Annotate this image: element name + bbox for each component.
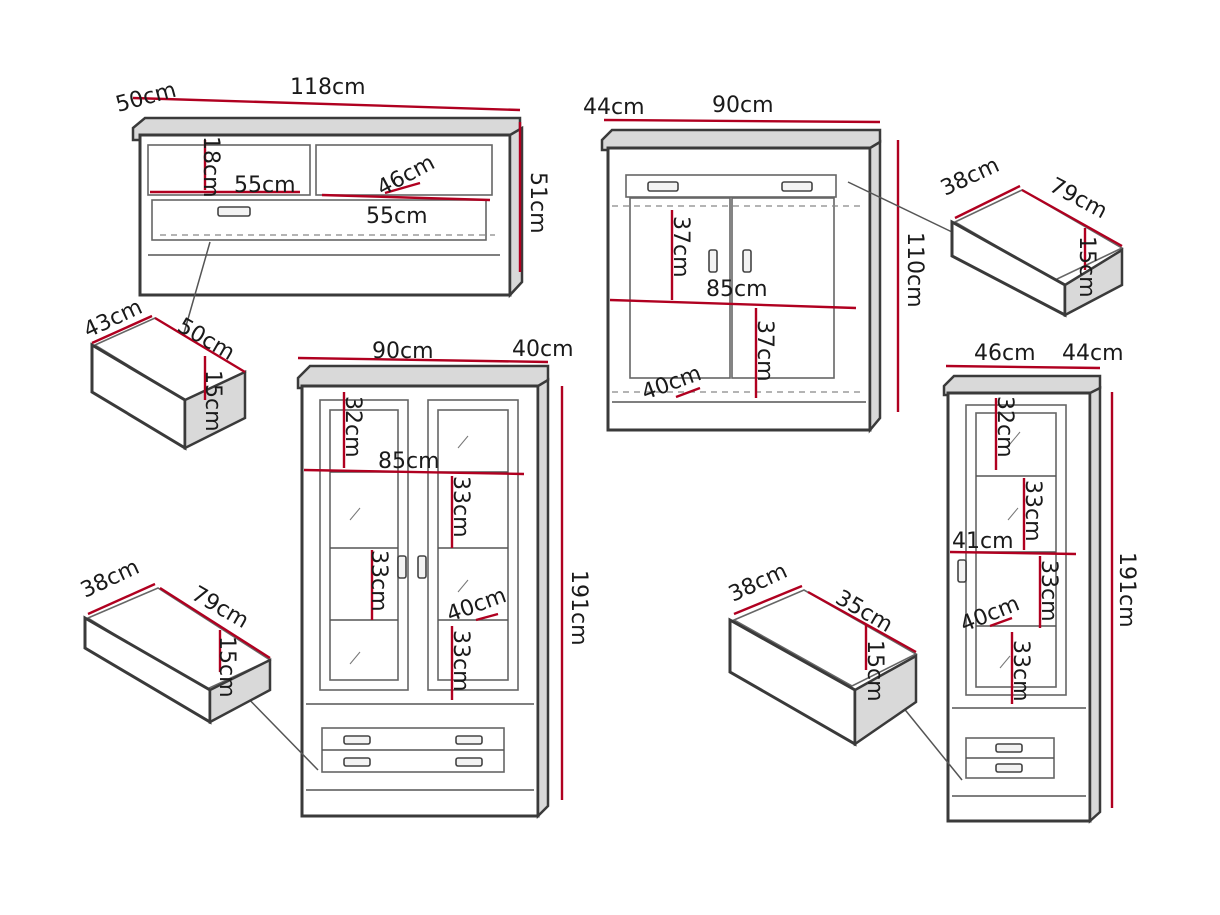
large-drawer-front-label: 38cm	[77, 555, 143, 604]
vitrine-large-width-label: 90cm	[372, 339, 434, 364]
tv-drawer-front-label: 55cm	[366, 204, 428, 229]
tv-width-label: 118cm	[290, 75, 366, 100]
vitrine-large-space-2-label: 33cm	[448, 476, 473, 538]
commode-width-label: 90cm	[712, 93, 774, 118]
vitrine-small-inner-width-label: 41cm	[952, 529, 1014, 554]
tv-shelf-height-label: 18cm	[198, 136, 223, 198]
vitrine-large	[235, 356, 564, 820]
commode-depth-label: 44cm	[583, 95, 645, 120]
tv-height-label: 51cm	[525, 172, 550, 234]
commode-drawer-front-label: 38cm	[937, 153, 1003, 202]
commode-lower-space-label: 37cm	[752, 320, 777, 382]
commode-inner-width-label: 85cm	[706, 277, 768, 302]
commode-height-label: 110cm	[902, 232, 927, 308]
vitrine-large-space-3-label: 33cm	[366, 550, 391, 612]
vitrine-large-inner-width-label: 85cm	[378, 449, 440, 474]
commode-drawer-height-label: 15cm	[1074, 236, 1099, 298]
vitrine-small-space-2-label: 33cm	[1020, 480, 1045, 542]
tv-drawer	[90, 314, 247, 451]
tv-niche-left-label: 55cm	[234, 173, 296, 198]
commode-drawer	[950, 184, 1124, 318]
small-drawer-height-label: 15cm	[862, 640, 887, 702]
large-drawer-height-label: 15cm	[214, 636, 239, 698]
large-drawer	[83, 582, 272, 725]
commode	[600, 118, 953, 434]
vitrine-small-top-space-label: 32cm	[992, 396, 1017, 458]
vitrine-small-width-label: 46cm	[974, 341, 1036, 366]
small-drawer	[728, 584, 918, 747]
vitrine-small-space-3-label: 33cm	[1036, 560, 1061, 622]
vitrine-large-height-label: 191cm	[566, 570, 591, 646]
tv-depth-label: 50cm	[113, 78, 179, 118]
vitrine-large-depth-label: 40cm	[512, 337, 574, 362]
vitrine-large-top-space-label: 32cm	[340, 396, 365, 458]
vitrine-large-space-4-label: 33cm	[448, 630, 473, 692]
commode-upper-space-label: 37cm	[668, 216, 693, 278]
tv-drawer-height-label: 15cm	[200, 370, 225, 432]
tv-unit	[131, 96, 524, 341]
vitrine-small-space-4-label: 33cm	[1008, 640, 1033, 702]
vitrine-small	[901, 364, 1114, 824]
vitrine-small-height-label: 191cm	[1114, 552, 1139, 628]
vitrine-small-depth-label: 44cm	[1062, 341, 1124, 366]
